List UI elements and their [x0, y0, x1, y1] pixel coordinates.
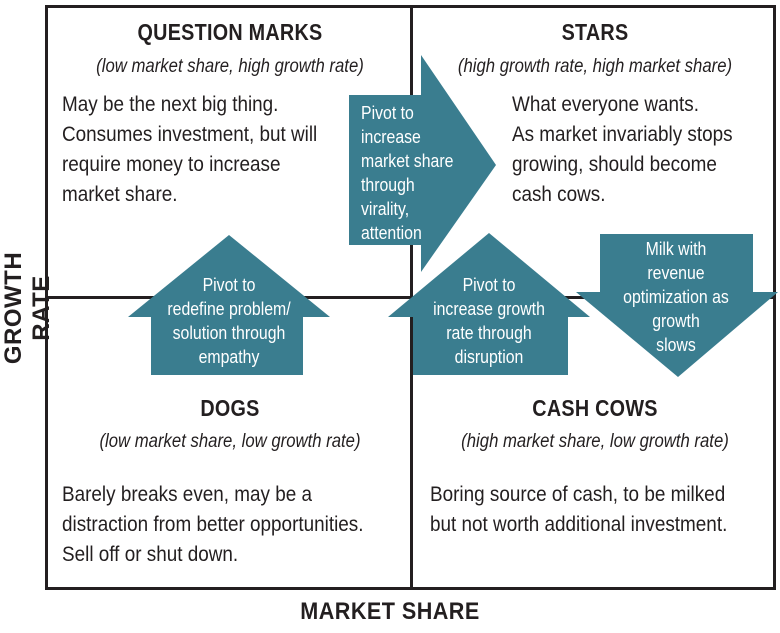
- cash-cows-body: Boring source of cash, to be milked but …: [430, 483, 728, 536]
- arrow-down-shape: [576, 234, 778, 377]
- arrow-up-center-shape: [388, 233, 590, 375]
- arrow-up-left-shape: [128, 235, 330, 375]
- arrow-right-shape: [349, 55, 496, 272]
- question-marks-subtitle: (low market share, high growth rate): [96, 56, 364, 77]
- dogs-title: DOGS: [200, 395, 260, 421]
- stars-subtitle: (high growth rate, high market share): [457, 56, 733, 77]
- y-axis-label: GROWTH RATE: [0, 251, 55, 365]
- arrow-down-label: Milk with revenue optimization as growth…: [623, 239, 729, 355]
- question-marks-title: QUESTION MARKS: [137, 19, 323, 45]
- stars-body: What everyone wants. As market invariabl…: [512, 93, 733, 206]
- x-axis-label: MARKET SHARE: [300, 598, 480, 625]
- arrow-up-center-label: Pivot to increase growth rate through di…: [433, 275, 545, 367]
- arrow-right-label: Pivot to increase market share through v…: [361, 103, 454, 243]
- dogs-subtitle: (low market share, low growth rate): [99, 431, 361, 452]
- arrow-up-left-label: Pivot to redefine problem/ solution thro…: [167, 275, 291, 367]
- question-marks-body: May be the next big thing. Consumes inve…: [62, 93, 318, 206]
- horizontal-divider: [45, 296, 776, 299]
- dogs-body: Barely breaks even, may be a distraction…: [62, 483, 364, 566]
- stars-title: STARS: [561, 19, 629, 45]
- cash-cows-subtitle: (high market share, low growth rate): [461, 431, 729, 452]
- cash-cows-title: CASH COWS: [532, 395, 658, 421]
